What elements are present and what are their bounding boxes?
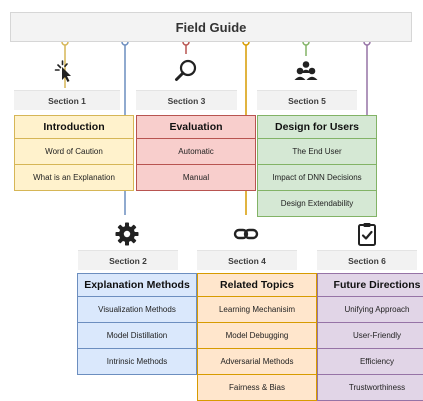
list-item: Automatic: [137, 138, 255, 164]
section-3-heading: Evaluation: [169, 121, 223, 133]
section-4-box: Related Topics Learning Mechanisim Model…: [197, 273, 317, 401]
link-icon: [233, 228, 259, 240]
section-6-label-text: Section 6: [348, 255, 386, 266]
list-item: Impact of DNN Decisions: [258, 164, 376, 190]
section-5-label-text: Section 5: [288, 95, 326, 106]
list-item: Model Debugging: [198, 322, 316, 348]
section-4-label: Section 4: [197, 250, 297, 270]
section-6-label: Section 6: [317, 250, 417, 270]
section-1-heading: Introduction: [43, 121, 105, 133]
list-item: Unifying Approach: [318, 296, 423, 322]
users-icon: [294, 61, 318, 80]
section-1-label-text: Section 1: [48, 95, 86, 106]
section-1-box: Introduction Word of Caution What is an …: [14, 115, 134, 191]
list-item: Visualization Methods: [78, 296, 196, 322]
section-4-label-text: Section 4: [228, 255, 266, 266]
list-item: Efficiency: [318, 348, 423, 374]
section-5-box: Design for Users The End User Impact of …: [257, 115, 377, 217]
section-6-heading: Future Directions: [333, 279, 421, 291]
list-item: Design Extendability: [258, 190, 376, 216]
title-banner: Field Guide: [10, 12, 412, 42]
list-item: Manual: [137, 164, 255, 190]
section-2-label-text: Section 2: [109, 255, 147, 266]
list-item: Learning Mechanisim: [198, 296, 316, 322]
page-title: Field Guide: [175, 19, 247, 35]
section-3-label-text: Section 3: [167, 95, 206, 106]
section-2-heading: Explanation Methods: [84, 279, 190, 291]
section-3-box: Evaluation Automatic Manual: [136, 115, 256, 191]
section-5-label: Section 5: [257, 90, 357, 110]
list-item: Model Distillation: [78, 322, 196, 348]
clipboard-check-icon: [358, 223, 376, 246]
list-item: What is an Explanation: [15, 164, 133, 190]
section-2-box: Explanation Methods Visualization Method…: [77, 273, 197, 375]
gear-icon: [115, 222, 139, 246]
section-6-box: Future Directions Unifying Approach User…: [317, 273, 423, 401]
list-item: The End User: [258, 138, 376, 164]
list-item: Intrinsic Methods: [78, 348, 196, 374]
list-item: Word of Caution: [15, 138, 133, 164]
list-item: User-Friendly: [318, 322, 423, 348]
section-3-label: Section 3: [136, 90, 237, 110]
list-item: Adversarial Methods: [198, 348, 316, 374]
list-item: Fairness & Bias: [198, 374, 316, 400]
magnifier-icon: [175, 59, 197, 81]
section-2-label: Section 2: [78, 250, 178, 270]
cursor-click-icon: [54, 60, 71, 82]
section-4-heading: Related Topics: [220, 279, 294, 291]
section-1-label: Section 1: [14, 90, 120, 110]
section-5-heading: Design for Users: [274, 121, 360, 133]
list-item: Trustworthiness: [318, 374, 423, 400]
